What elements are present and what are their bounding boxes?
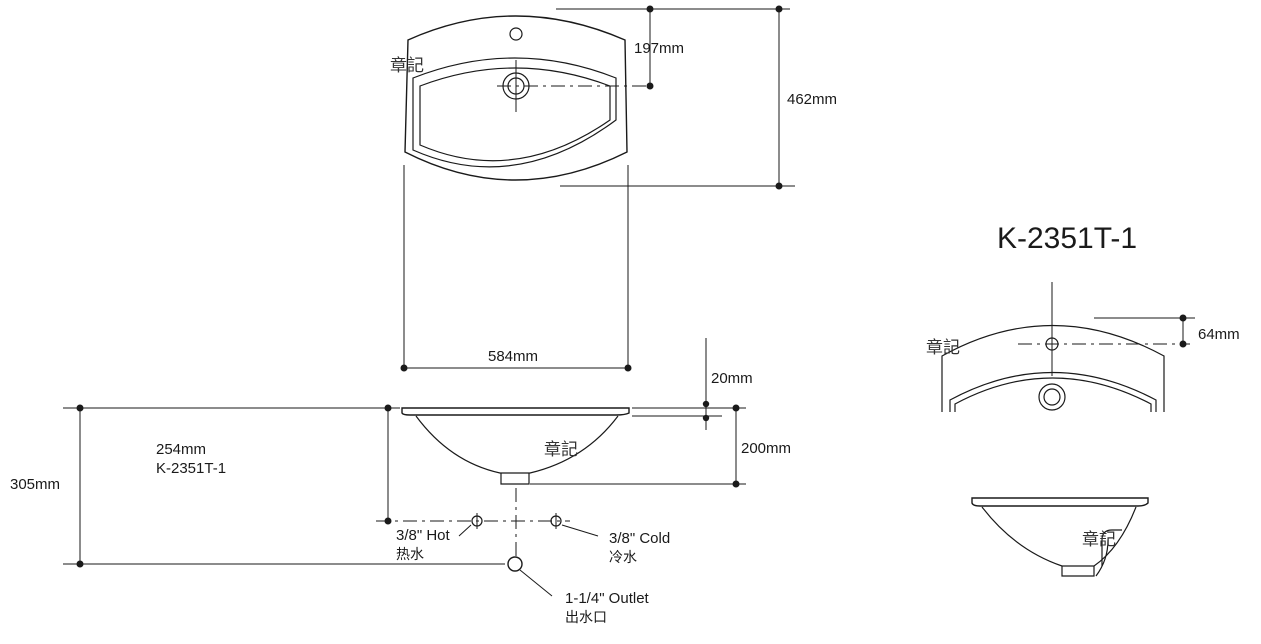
dim-cabinet-size-label: 254mm (156, 441, 206, 458)
stamp-mark: 章記 (390, 56, 424, 76)
dim-depth-total-label: 462mm (787, 91, 837, 108)
model-title: K-2351T-1 (997, 222, 1137, 255)
small-basin-rim (971, 497, 1149, 507)
cold-supply-label: 3/8" Cold (609, 530, 670, 547)
hot-supply-label-cn: 热水 (396, 547, 424, 563)
cold-supply-label-cn: 冷水 (609, 550, 637, 566)
basin-partial-top-view (941, 282, 1190, 412)
dim-side-hole-offset: 64mm (1094, 314, 1240, 348)
small-basin-bowl (981, 506, 1137, 567)
stamp-mark: 章記 (1082, 530, 1116, 550)
dim-rim-height-label: 20mm (711, 370, 753, 387)
dim-drain-height: 305mm (10, 404, 505, 568)
dim-hole-offset: 197mm (556, 5, 790, 90)
dim-cabinet-size: 254mm K-2351T-1 (156, 404, 392, 525)
basin-front-view (401, 407, 630, 485)
outlet-label: 1-1/4" Outlet (565, 590, 650, 607)
dim-bowl-depth: 200mm (530, 404, 791, 488)
small-basin-drain (1061, 566, 1095, 577)
basin-bowl-profile (415, 415, 619, 474)
partial-drain-inner (1043, 388, 1061, 406)
partial-bowl-outer (949, 372, 1157, 412)
dim-cabinet-model-label: K-2351T-1 (156, 460, 226, 477)
dim-depth-total: 462mm (560, 5, 837, 190)
basin-drain-stub (500, 473, 530, 485)
small-basin-overflow-line (1095, 539, 1109, 577)
dim-side-hole-offset-label: 64mm (1198, 326, 1240, 343)
faucet-hole (509, 27, 523, 41)
basin-small-front-view (971, 497, 1149, 577)
supply-connections (376, 488, 599, 597)
outlet-symbol (507, 556, 523, 572)
small-basin-overflow (1101, 529, 1122, 566)
dim-width-label: 584mm (488, 348, 538, 365)
hot-supply-label: 3/8" Hot (396, 527, 451, 544)
stamp-mark: 章記 (544, 440, 578, 460)
outlet-label-cn: 出水口 (565, 610, 607, 626)
dim-hole-offset-label: 197mm (634, 40, 684, 57)
dim-rim-height: 20mm (632, 338, 753, 430)
partial-bowl-inner (954, 377, 1152, 412)
dim-width: 584mm (400, 348, 632, 372)
dim-bowl-depth-label: 200mm (741, 440, 791, 457)
basin-bowl-outer (412, 57, 617, 168)
partial-drain-outer (1038, 383, 1066, 411)
basin-rim (401, 407, 630, 416)
dim-drain-height-label: 305mm (10, 476, 60, 493)
stamp-mark: 章記 (926, 338, 960, 358)
basin-top-view (404, 15, 650, 181)
basin-bowl-inner (419, 67, 611, 162)
